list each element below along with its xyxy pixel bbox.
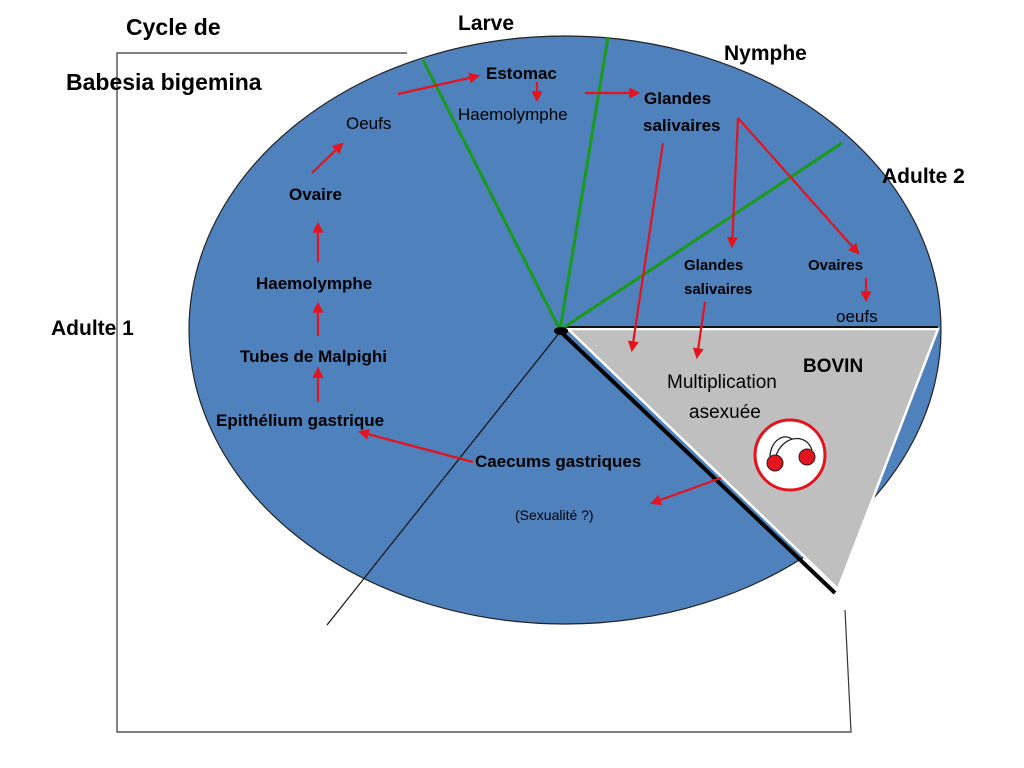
label-oeufs-larve: Oeufs (346, 114, 391, 133)
label-ovaire: Ovaire (289, 185, 342, 204)
divider-nymphe-adulte2 (559, 141, 843, 332)
stage-adulte-1: Adulte 1 (51, 317, 134, 340)
arrow-bovin-sexualite (649, 476, 722, 506)
parasite-cell-icon (753, 418, 827, 492)
label-estomac: Estomac (486, 64, 557, 83)
host-wedge-edge (560, 331, 837, 595)
title-line-1: Cycle de (126, 14, 221, 40)
stage-larve: Larve (458, 12, 514, 35)
label-glandes-nymphe-2: salivaires (643, 116, 721, 135)
label-ovaires: Ovaires (808, 257, 863, 274)
arrow-ovaire-oeufs (311, 142, 344, 174)
label-haemolymphe-larve: Haemolymphe (458, 105, 568, 124)
title-line-2: Babesia bigemina (66, 69, 262, 95)
host-label: BOVIN (803, 356, 863, 377)
label-haemolymphe-adulte: Haemolymphe (256, 274, 372, 293)
label-glandes-adulte-2: salivaires (684, 281, 752, 298)
host-wedge (564, 327, 940, 592)
divider-larve-right (558, 36, 610, 331)
divider-larve-left (421, 59, 562, 331)
label-tubes-malpighi: Tubes de Malpighi (240, 347, 387, 366)
arrow-glandes-adulte-bovin (692, 301, 707, 360)
label-sexualite: (Sexualité ?) (515, 507, 594, 523)
label-oeufs-adulte: oeufs (836, 307, 878, 326)
label-multiplication-2: asexuée (689, 402, 761, 423)
label-multiplication-1: Multiplication (667, 372, 777, 393)
arrow-glandes-bovin-1 (627, 142, 665, 353)
frame-line (116, 52, 852, 733)
label-epithelium: Epithélium gastrique (216, 411, 384, 430)
stage-nymphe: Nymphe (724, 42, 807, 65)
label-glandes-nymphe-1: Glandes (644, 89, 711, 108)
arrow-caecums-epithelium (357, 428, 474, 464)
label-glandes-adulte-1: Glandes (684, 257, 743, 274)
arrow-glandes-glandes-adulte (726, 117, 740, 249)
arrow-oeufs-estomac (397, 72, 481, 96)
label-caecums: Caecums gastriques (475, 452, 641, 471)
divider-adulte1 (326, 331, 561, 626)
center-node (554, 327, 568, 335)
arrow-glandes-ovaires (737, 117, 860, 255)
stage-adulte-2: Adulte 2 (882, 165, 965, 188)
cycle-arrows (311, 72, 872, 506)
